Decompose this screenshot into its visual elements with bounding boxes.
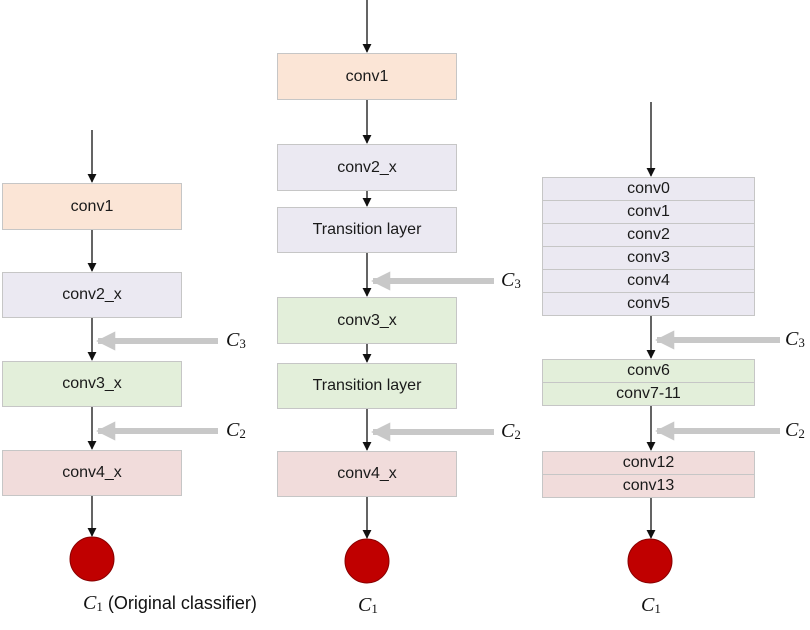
mid-block-conv1: conv1: [277, 53, 457, 100]
left-label-c1: C1 (Original classifier): [83, 592, 257, 614]
right-block-conv3: conv3: [542, 246, 755, 270]
left-block-conv2: conv2_x: [2, 272, 182, 318]
right-block-conv2: conv2: [542, 223, 755, 247]
right-block-conv1: conv1: [542, 200, 755, 224]
mid-label-c1: C1: [358, 594, 378, 616]
right-label-c1: C1: [641, 594, 661, 616]
classifier-middle: [344, 538, 390, 584]
left-block-conv3: conv3_x: [2, 361, 182, 407]
right-block-conv5: conv5: [542, 292, 755, 316]
mid-label-c3: C3: [501, 269, 521, 291]
mid-block-conv2: conv2_x: [277, 144, 457, 191]
mid-block-conv3: conv3_x: [277, 297, 457, 344]
right-block-conv4: conv4: [542, 269, 755, 293]
classifier-left: [69, 536, 115, 582]
right-block-conv13: conv13: [542, 474, 755, 498]
mid-block-transition-1: Transition layer: [277, 207, 457, 253]
right-label-c3: C3: [785, 328, 805, 350]
original-classifier-note: (Original classifier): [107, 593, 257, 613]
right-block-conv6: conv6: [542, 359, 755, 383]
left-block-conv1: conv1: [2, 183, 182, 230]
left-label-c3: C3: [226, 329, 246, 351]
left-label-c2: C2: [226, 419, 246, 441]
right-block-conv12: conv12: [542, 451, 755, 475]
right-block-conv7-11: conv7-11: [542, 382, 755, 406]
classifier-right: [627, 538, 673, 584]
right-block-conv0: conv0: [542, 177, 755, 201]
right-label-c2: C2: [785, 419, 805, 441]
mid-label-c2: C2: [501, 420, 521, 442]
mid-block-conv4: conv4_x: [277, 451, 457, 497]
mid-block-transition-2: Transition layer: [277, 363, 457, 409]
left-block-conv4: conv4_x: [2, 450, 182, 496]
